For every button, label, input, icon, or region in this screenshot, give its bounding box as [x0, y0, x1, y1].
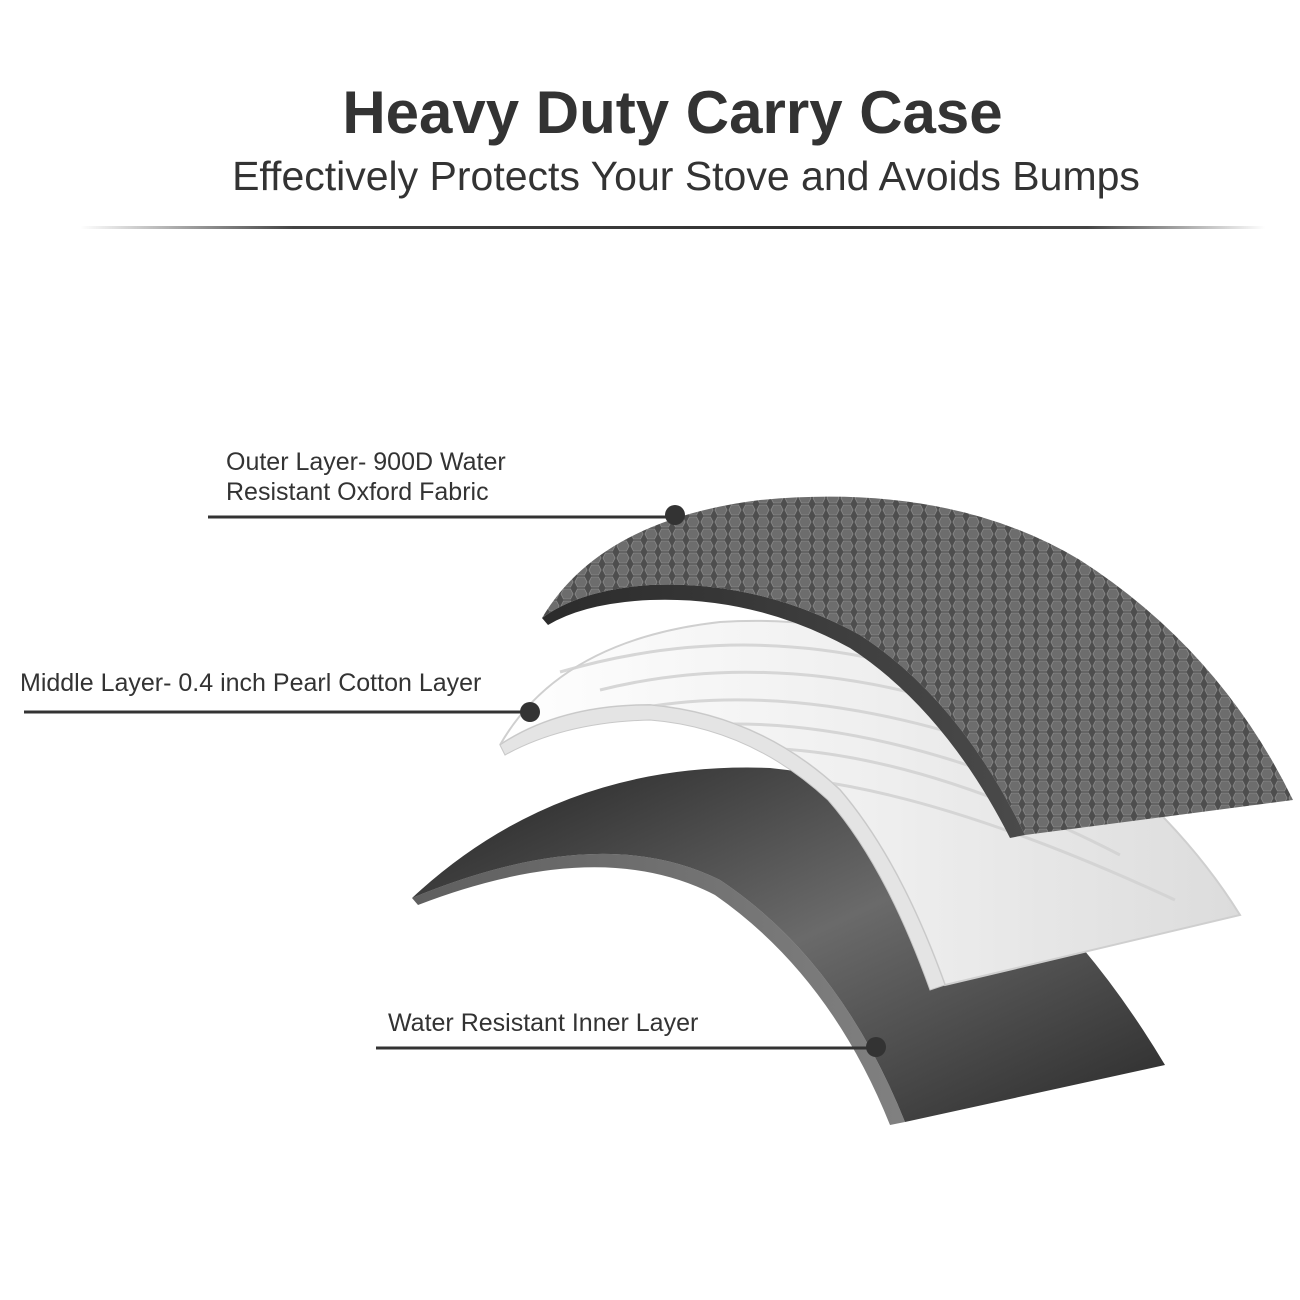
- outer-layer-label: Outer Layer- 900D Water Resistant Oxford…: [226, 447, 506, 507]
- middle-layer-label-line1: Middle Layer- 0.4 inch Pearl Cotton Laye…: [20, 669, 482, 697]
- outer-layer-label-line2: Resistant Oxford Fabric: [226, 478, 489, 506]
- inner-layer-label: Water Resistant Inner Layer: [388, 1008, 698, 1038]
- page-subtitle: Effectively Protects Your Stove and Avoi…: [232, 153, 1140, 199]
- outer-layer-shape: [542, 496, 1293, 838]
- header-divider: [80, 226, 1265, 229]
- middle-leader: [24, 702, 540, 722]
- inner-leader: [376, 1037, 886, 1057]
- inner-layer-label-line1: Water Resistant Inner Layer: [388, 1009, 699, 1037]
- outer-layer-label-line1: Outer Layer- 900D Water: [226, 448, 506, 476]
- page-title: Heavy Duty Carry Case: [342, 79, 1003, 146]
- middle-layer-label: Middle Layer- 0.4 inch Pearl Cotton Laye…: [20, 668, 481, 698]
- outer-leader: [208, 505, 685, 525]
